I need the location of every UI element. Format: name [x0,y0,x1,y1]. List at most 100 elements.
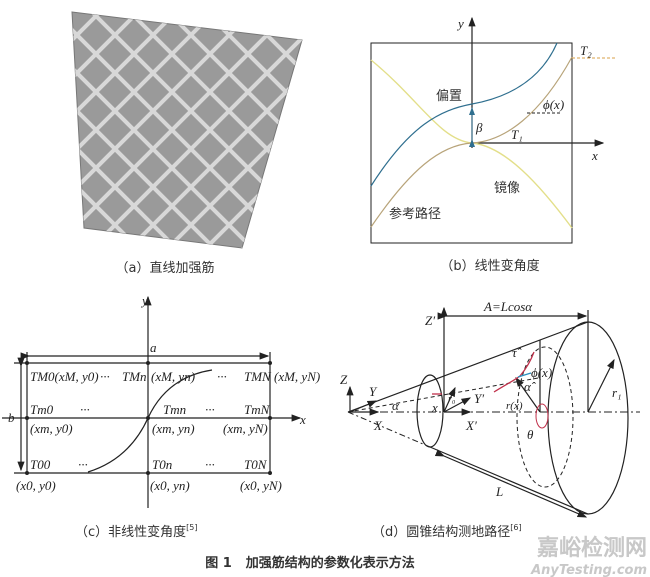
x-axis-label: x [591,148,598,163]
alpha-label: α [392,398,400,413]
A-label: A=Lcosα [483,299,533,314]
ellipsis: ··· [205,457,215,472]
caption-a: （a）直线加强筋 [116,260,215,276]
y-axis-label: y [140,293,148,308]
theta-label: θ [527,427,534,442]
node-label: TmN [244,402,271,417]
watermark-cn: 嘉峪检测网 [537,535,647,561]
stiffener-rib [192,12,302,248]
stiffener-rib [72,12,302,248]
node-label: T0N [244,457,268,472]
stiffener-rib [72,12,152,248]
phi-label: ϕ(x) [543,97,564,112]
stiffener-rib [72,12,76,248]
panel-b-linear-variable-angle: 偏置 镜像 参考路径 β T₁ T₂ ϕ(x) y x （b）线性变角度 [370,16,615,274]
plate [71,11,303,249]
offset-path [370,42,558,187]
caption-d: （d）圆锥结构测地路径[6] [372,523,522,540]
figure-title: 加强筋结构的参数化表示方法 [245,555,415,571]
ellipsis: ··· [217,369,227,384]
node-label: TM0(xM, y0) [30,369,99,384]
rx-label: r(x) [506,400,523,412]
cone-bottom-generatrix [429,446,589,515]
figure-number: 图 1 [205,556,232,571]
node-label: (xM, yN) [274,369,320,384]
beta-label: β [475,120,483,135]
t2-label: T₂ [580,43,592,58]
y-prime-axis [443,397,472,413]
stiffener-rib [78,12,302,248]
node-label: (xM, yn) [151,369,195,384]
stiffener-rib [0,0,36,260]
r1-arrow [587,358,615,413]
x-label: x [431,400,438,415]
a-label: a [150,340,157,355]
caption-c-ref: [5] [186,523,197,532]
ellipsis: ··· [80,402,90,417]
offset-label: 偏置 [436,89,462,104]
Y-label: Y [369,384,378,399]
apex-bottom [347,411,431,448]
node-label: (xm, yn) [152,421,195,436]
alpha-hat-label: α̂ [524,379,536,394]
rx-arrow [515,377,541,413]
node-label: TMn [122,369,147,384]
grid-nodes [25,361,272,475]
stiffener-rib [72,12,76,248]
b-label: b [8,410,15,425]
ellipsis: ··· [205,402,215,417]
caption-c: （c）非线性变角度[5] [75,523,198,540]
panel-d-cone-geodesic-path: A=Lcosα L r₁ Z Y X α Z′ Y′ X′ x r₀ ϕ(x) … [340,299,640,540]
stiffener-rib [72,12,152,248]
node-label: (x0, yn) [150,478,190,493]
y-axis-label: y [456,16,464,31]
stiffener-rib [72,12,266,248]
watermark-en: AnyTesting.com [530,563,647,577]
caption-b: （b）线性变角度 [440,258,539,274]
stiffener-rib [72,12,228,248]
r0-arrow [443,386,456,413]
L-label: L [495,484,503,499]
panel-a-straight-stiffeners: （a）直线加强筋 [0,0,303,276]
reference-label: 参考路径 [389,206,441,222]
stiffener-rib [72,12,190,248]
node-label: Tmn [163,402,186,417]
node-label: (x0, y0) [16,478,56,493]
panel-c-nonlinear-variable-angle: y x a b TM0(xM, y0) ··· TMn (xM, yn) ···… [2,293,320,540]
caption-c-text: （c）非线性变角度 [75,524,186,540]
figure-caption: 图 1 加强筋结构的参数化表示方法 [205,555,415,571]
Y-axis [349,400,378,413]
phi-label: ϕ(x) [531,365,552,380]
node-label: (x0, yN) [240,478,282,493]
tangent-vector [517,372,532,378]
caption-d-ref: [6] [510,523,521,532]
node-label: T00 [30,457,51,472]
ellipsis: ··· [100,369,110,384]
stiffener-rib [116,12,302,248]
node-label: (xm, y0) [30,421,73,436]
L-dimension [434,449,588,518]
node-label: T0n [152,457,172,472]
node-label: (xm, yN) [223,421,268,436]
theta-arc [535,403,549,429]
r1-label: r₁ [612,385,622,400]
mirror-label: 镜像 [494,181,520,196]
X-prime-label: X′ [465,418,477,433]
cone-top-generatrix [347,321,589,413]
small-base [416,374,444,448]
t1-label: T₁ [511,127,523,142]
Z-label: Z [340,372,348,387]
r0-label: r₀ [448,394,456,405]
stiffener-rib [192,12,302,248]
Y-prime-label: Y′ [474,391,484,406]
ellipsis: ··· [78,457,88,472]
stiffener-rib [0,0,36,260]
x-axis-label: x [299,412,306,427]
caption-d-text: （d）圆锥结构测地路径 [372,524,510,540]
stiffener-rib [72,12,190,248]
node-label: Tm0 [30,402,54,417]
node-label: TMN [244,369,272,384]
X-label: X [373,418,383,433]
stiffener-rib [230,12,302,248]
